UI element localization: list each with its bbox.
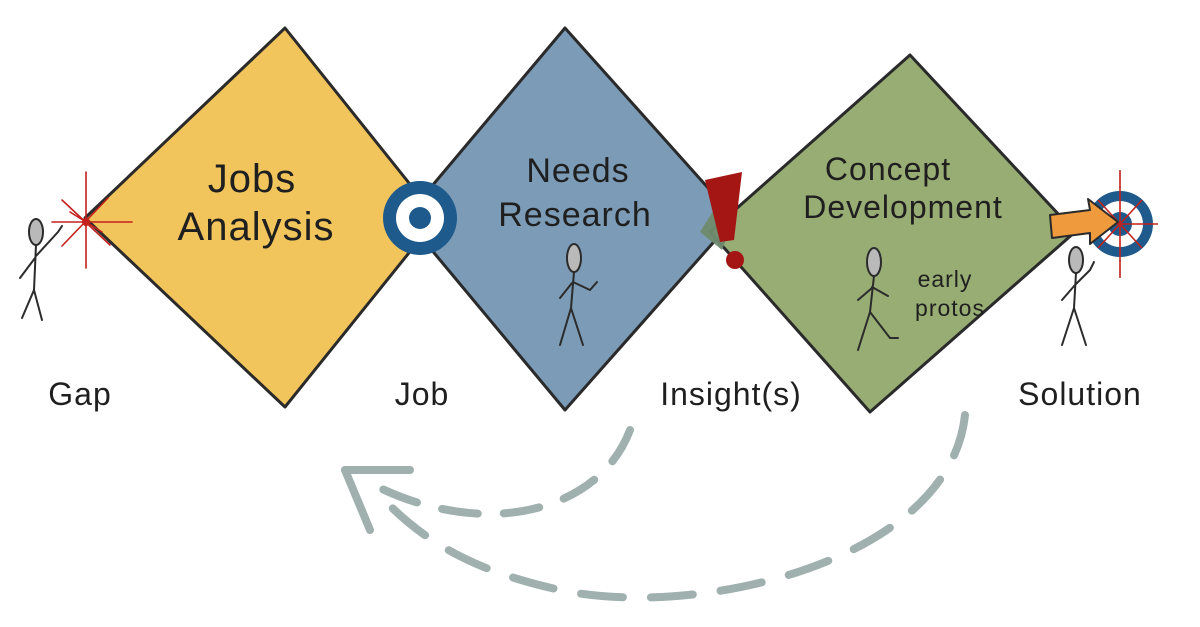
target-icon <box>383 181 457 255</box>
person-concept-icon <box>857 247 899 351</box>
early-note-line1: early <box>918 266 973 292</box>
person-gap-icon <box>19 218 63 321</box>
arrow-icon <box>1049 198 1119 245</box>
jobs-analysis-title-line1: Jobs <box>208 157 297 201</box>
concept-development-title-line1: Concept <box>825 151 951 187</box>
stage-label-solution: Solution <box>1018 376 1142 412</box>
feedback-arrow-icon <box>341 411 969 602</box>
stage-label-job: Job <box>395 376 450 412</box>
spark-icon <box>51 171 133 269</box>
jobs-analysis-diamond <box>83 26 439 409</box>
jobs-analysis-title-line2: Analysis <box>178 205 335 249</box>
needs-research-diamond <box>403 26 737 412</box>
concept-development-diamond <box>708 53 1077 414</box>
early-note-line2: protos <box>915 295 985 321</box>
stage-label-gap: Gap <box>48 376 111 412</box>
needs-research-title-line2: Research <box>498 196 652 234</box>
stage-label-insights: Insight(s) <box>660 376 802 412</box>
person-research-icon <box>559 243 598 346</box>
person-solution-icon <box>1061 246 1095 346</box>
concept-development-title-line2: Development <box>803 189 1003 225</box>
exclamation-icon <box>705 172 744 269</box>
needs-research-title-line1: Needs <box>526 152 629 190</box>
